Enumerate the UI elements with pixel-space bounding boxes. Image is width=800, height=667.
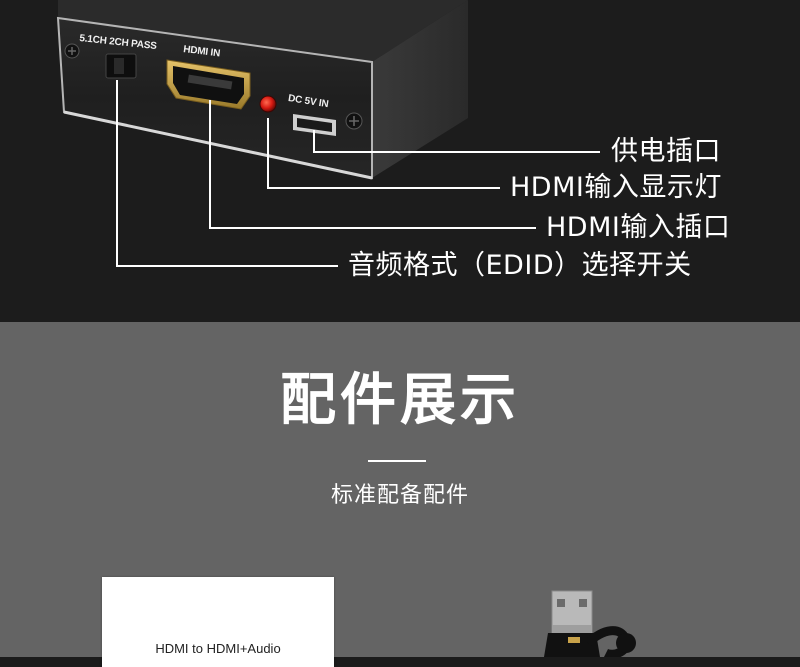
callout-power-port: 供电插口 bbox=[611, 136, 721, 167]
user-manual: HDMI to HDMI+Audio bbox=[102, 577, 334, 667]
callout-hdmi-port: HDMI输入插口 bbox=[546, 212, 731, 243]
screw-left-icon bbox=[64, 43, 80, 59]
power-input-port bbox=[293, 114, 336, 136]
device-top-edge bbox=[58, 0, 468, 62]
audio-format-switch bbox=[105, 53, 137, 79]
device-front-panel bbox=[56, 0, 600, 267]
device-bottom-edge bbox=[63, 110, 373, 180]
callout-lines bbox=[116, 80, 600, 267]
manual-title: HDMI to HDMI+Audio bbox=[155, 641, 281, 656]
hdmi-input-port bbox=[166, 59, 251, 110]
device-side-face bbox=[372, 0, 468, 178]
callout-audio-switch: 音频格式（EDID）选择开关 bbox=[348, 250, 692, 281]
screw-right-icon bbox=[345, 112, 363, 130]
accessories-subtitle: 标准配备配件 bbox=[330, 483, 469, 508]
title-divider bbox=[368, 460, 426, 462]
accessories-title: 配件展示 bbox=[280, 368, 520, 433]
hdmi-input-indicator-led bbox=[259, 95, 277, 113]
callout-hdmi-indicator: HDMI输入显示灯 bbox=[510, 172, 722, 203]
usb-cable-icon bbox=[544, 590, 636, 657]
